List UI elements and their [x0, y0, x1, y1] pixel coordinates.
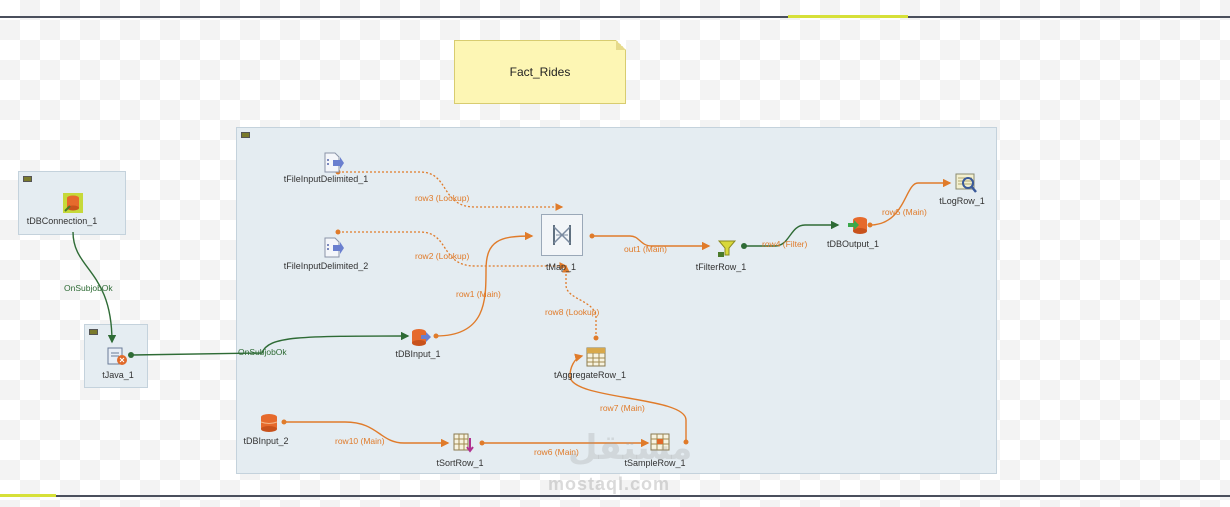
db-output-icon[interactable]: [847, 214, 869, 236]
link-row7: [569, 353, 687, 442]
top-border: [0, 16, 1230, 18]
subjob-main[interactable]: [236, 127, 997, 474]
java-icon[interactable]: [106, 345, 128, 367]
component-label: tDBOutput_1: [826, 239, 880, 249]
watermark: mostaql.com: [548, 474, 671, 494]
bottom-accent: [0, 494, 56, 497]
db-connection-icon[interactable]: [62, 192, 84, 214]
link-label[interactable]: row7 (Main): [600, 403, 645, 413]
note-fact-rides[interactable]: Fact_Rides: [454, 40, 626, 104]
log-row-icon[interactable]: [955, 172, 977, 194]
link-label[interactable]: row5 (Main): [882, 207, 927, 217]
link-label[interactable]: row2 (Lookup): [415, 251, 470, 261]
subjob-collapse-toggle[interactable]: [23, 176, 32, 182]
subjob-collapse-toggle[interactable]: [89, 329, 98, 335]
link-row10: [284, 421, 450, 448]
link-label[interactable]: OnSubjobOk: [64, 283, 113, 293]
component-label: tDBInput_2: [243, 436, 289, 446]
aggregate-row-icon[interactable]: [585, 346, 607, 368]
watermark-arabic: مستقل: [568, 429, 693, 467]
component-label: tJava_1: [102, 370, 134, 380]
sort-row-icon[interactable]: [453, 432, 475, 454]
component-label: tFileInputDelimited_1: [283, 174, 369, 184]
component-label: tSortRow_1: [436, 458, 484, 468]
link-onsubjobok-2: [131, 331, 410, 356]
link-label[interactable]: row1 (Main): [456, 289, 501, 299]
db-input-icon[interactable]: [258, 412, 280, 434]
link-row2: [338, 231, 568, 270]
link-row8: [562, 264, 597, 338]
component-label: tLogRow_1: [939, 196, 985, 206]
link-row3: [338, 171, 564, 211]
subjob-collapse-toggle[interactable]: [241, 132, 250, 138]
note-text: Fact_Rides: [509, 65, 571, 79]
link-row1: [435, 231, 534, 337]
component-label: tFilterRow_1: [695, 262, 747, 272]
component-label: tSampleRow_1: [624, 458, 686, 468]
component-label: tMap_1: [545, 262, 577, 272]
file-input-delimited-icon[interactable]: [323, 237, 345, 259]
link-label[interactable]: row8 (Lookup): [545, 307, 600, 317]
component-label: tAggregateRow_1: [553, 370, 627, 380]
bottom-border: [0, 495, 1230, 497]
link-row4: [744, 220, 840, 247]
component-label: tFileInputDelimited_2: [283, 261, 369, 271]
link-label[interactable]: out1 (Main): [624, 244, 667, 254]
top-active-tab-indicator: [788, 15, 908, 18]
filter-icon[interactable]: [716, 237, 738, 259]
link-label[interactable]: row4 (Filter): [762, 239, 808, 249]
component-label: tDBConnection_1: [26, 216, 98, 226]
link-label[interactable]: row6 (Main): [534, 447, 579, 457]
link-onsubjobok-1: [72, 231, 117, 344]
file-input-delimited-icon[interactable]: [323, 152, 345, 174]
link-out1: [592, 235, 711, 251]
component-label: tDBInput_1: [395, 349, 441, 359]
map-icon[interactable]: [541, 214, 583, 256]
db-input-icon[interactable]: [410, 326, 432, 348]
sample-row-icon[interactable]: [650, 432, 672, 454]
link-label[interactable]: row10 (Main): [335, 436, 385, 446]
link-label[interactable]: row3 (Lookup): [415, 193, 470, 203]
link-label[interactable]: OnSubjobOk: [238, 347, 287, 357]
link-row5: [869, 178, 952, 226]
